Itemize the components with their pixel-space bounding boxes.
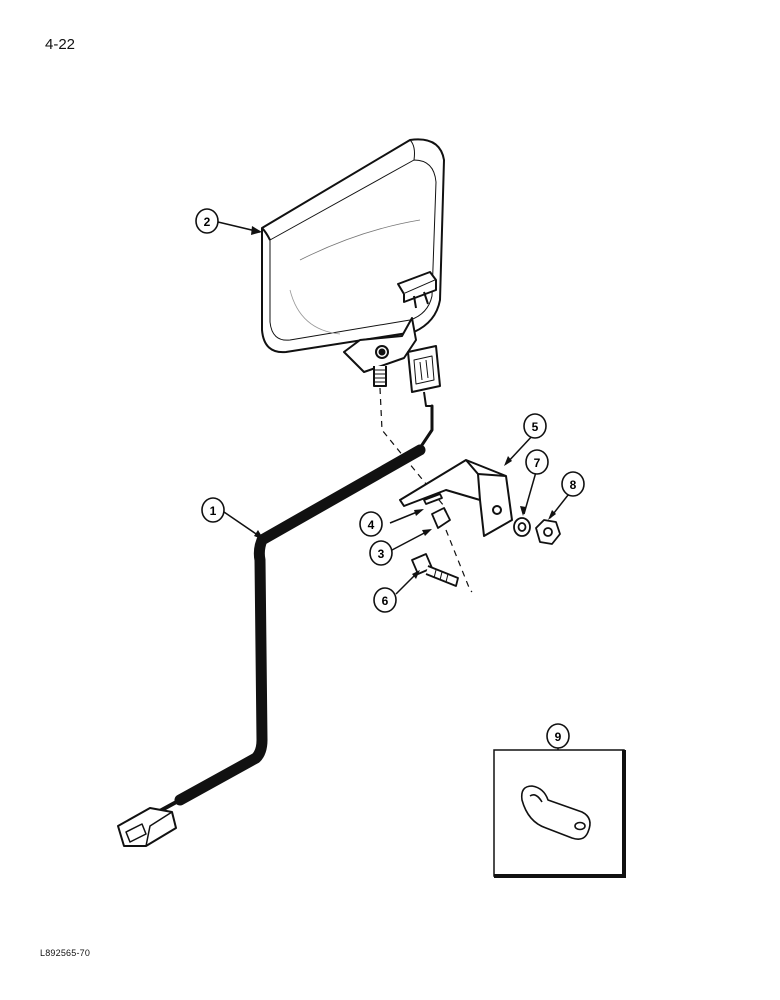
svg-text:7: 7 [534,456,541,470]
page-number: 4-22 [45,36,76,53]
callout-9: 9 [546,723,570,749]
mounting-bracket [399,459,513,537]
assembly-lines [379,387,473,593]
callout-1: 1 [201,497,225,523]
svg-text:6: 6 [382,594,389,608]
callout-6: 6 [373,587,397,613]
svg-text:9: 9 [555,730,562,744]
callout-2: 2 [195,208,219,234]
leader-arrowheads [251,226,556,579]
callout-3: 3 [369,540,393,566]
callout-8: 8 [561,471,585,497]
callout-5: 5 [523,413,547,439]
hardware-parts [411,493,561,587]
callout-4: 4 [359,511,383,537]
callout-7: 7 [525,449,549,475]
work-lamp [261,138,445,407]
cable-clip [520,785,591,840]
svg-text:8: 8 [570,478,577,492]
svg-text:5: 5 [532,420,539,434]
svg-text:3: 3 [378,547,385,561]
svg-text:4: 4 [368,518,375,532]
svg-text:2: 2 [204,215,211,229]
figure-code: L892565-70 [40,948,91,958]
inset-box [493,749,626,878]
wiring-harness [117,404,434,847]
svg-text:1: 1 [210,504,217,518]
